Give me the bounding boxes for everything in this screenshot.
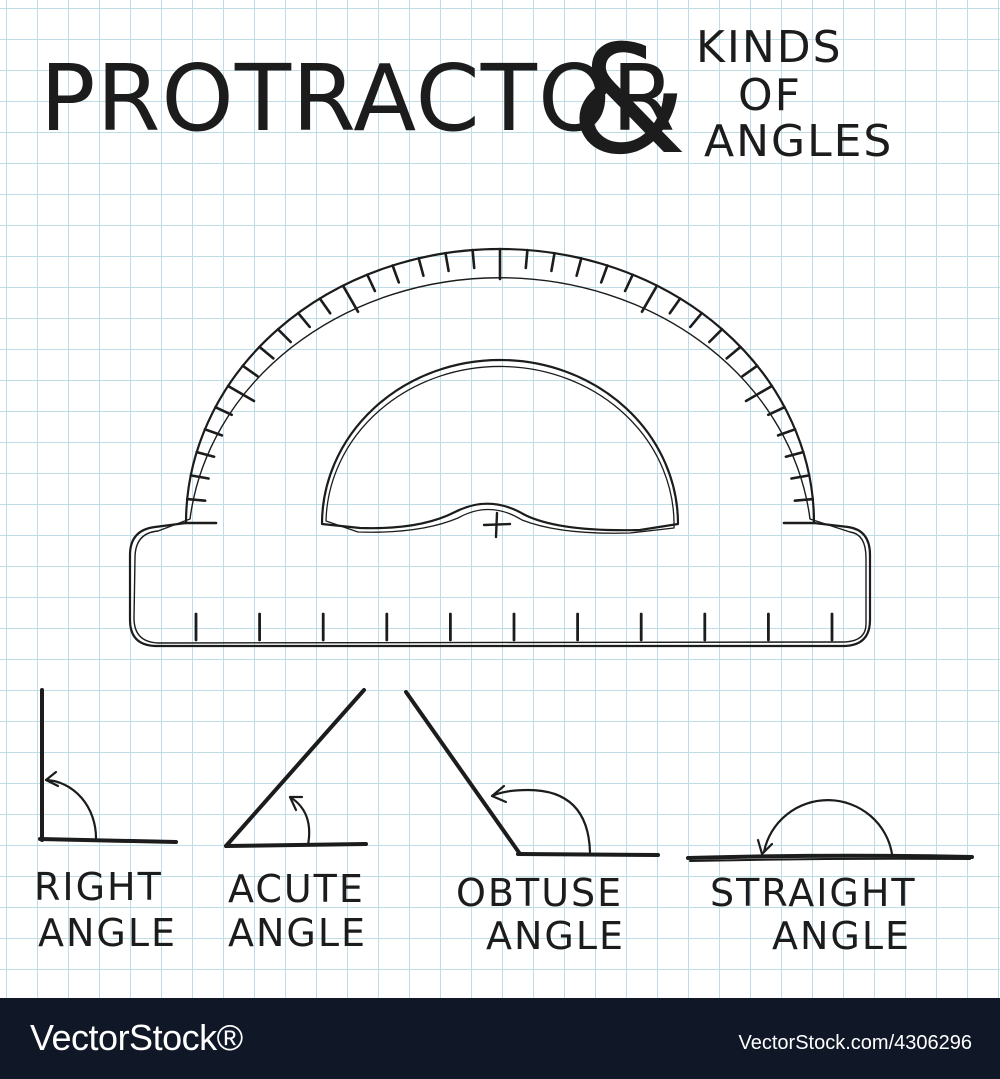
protractor-arc-tick	[741, 364, 759, 378]
protractor-outer-body	[128, 247, 872, 648]
protractor-arc-tick	[296, 311, 312, 329]
acute-angle-arrowhead	[288, 795, 304, 812]
straight-angle-arrowhead	[756, 838, 774, 856]
protractor-arc-tick	[195, 450, 216, 459]
protractor-arc-tick	[185, 497, 207, 503]
protractor-arc-tick	[744, 384, 774, 403]
obtuse-angle-arrowhead	[490, 784, 508, 804]
protractor-arc-tick	[725, 345, 742, 360]
protractor-arc-tick	[391, 264, 401, 284]
protractor-arc-tick	[784, 450, 805, 459]
protractor-arc-tick	[471, 248, 476, 270]
straight-angle-label-line2: ANGLE	[772, 914, 911, 958]
title-ampersand: &	[570, 14, 687, 188]
protractor-arc-tick	[341, 284, 360, 314]
protractor-arc-tick	[226, 384, 256, 403]
protractor-arc-tick	[599, 264, 609, 284]
protractor-ruler-ticks	[194, 612, 834, 642]
protractor-arc-tick	[640, 284, 659, 314]
right-angle-base-ray	[38, 837, 178, 844]
protractor-arc-tick	[189, 474, 210, 480]
right-angle-label-line2: ANGLE	[38, 911, 177, 955]
obtuse-angle-slanted-ray	[404, 690, 522, 856]
straight-angle-line-sketch	[689, 857, 971, 862]
protractor-arc-tick	[623, 273, 635, 293]
obtuse-angle-label-line1: OBTUSE	[456, 871, 623, 915]
title-angles: ANGLES	[704, 116, 893, 167]
protractor-arc-tick	[258, 345, 275, 360]
obtuse-angle-label-line2: ANGLE	[486, 914, 625, 958]
acute-angle-base-ray	[224, 842, 368, 848]
acute-angle-figure	[224, 688, 368, 848]
straight-angle-arc	[762, 799, 894, 856]
protractor-arc-tick	[688, 311, 704, 329]
acute-angle-slanted-ray	[224, 688, 366, 848]
protractor-arc-tick	[365, 273, 377, 293]
protractor-arc-tick	[766, 405, 786, 417]
title-of: OF	[738, 70, 802, 121]
protractor-arc-tick	[214, 405, 233, 417]
protractor	[128, 247, 872, 648]
protractor-arc-tick	[318, 297, 332, 315]
straight-angle-line	[686, 853, 974, 860]
protractor-arc-tick	[793, 497, 815, 503]
protractor-arc-tick	[550, 251, 556, 273]
right-angle-figure	[38, 688, 178, 844]
straight-angle-label-line1: STRAIGHT	[710, 871, 917, 915]
protractor-arc-tick	[241, 364, 259, 378]
obtuse-angle-figure	[404, 690, 660, 857]
acute-angle-label-line1: ACUTE	[228, 867, 365, 911]
protractor-arc-tick	[707, 327, 724, 344]
protractor-arc-tick	[790, 474, 811, 480]
acute-angle-arc	[288, 795, 311, 847]
protractor-arc-tick	[668, 297, 682, 315]
protractor-arc-tick	[524, 248, 529, 270]
protractor-arc-tick	[444, 251, 450, 273]
footer-bar: VectorStock® VectorStock.com/4306296	[0, 998, 1000, 1079]
right-angle-label-line1: RIGHT	[34, 865, 163, 909]
protractor-arc-tick	[203, 427, 224, 437]
title-protractor: PROTRACTOR	[40, 45, 676, 152]
footer-image-credit[interactable]: VectorStock.com/4306296	[738, 1032, 972, 1054]
title-kinds: KINDS	[696, 22, 843, 73]
protractor-inner-window	[320, 358, 680, 532]
protractor-inner-window-sketch	[325, 365, 675, 534]
protractor-arc-tick	[276, 327, 293, 344]
protractor-center-mark	[482, 511, 512, 539]
grid-paper-background	[0, 0, 1000, 998]
right-angle-arc	[44, 778, 98, 840]
right-angle-arrowhead	[44, 770, 60, 788]
protractor-arc-tick	[575, 256, 583, 278]
illustration-canvas: PROTRACTOR & KINDS OF ANGLES	[34, 14, 974, 958]
acute-angle-label-line2: ANGLE	[228, 911, 367, 955]
protractor-arc-tick	[776, 427, 797, 437]
straight-angle-figure	[686, 799, 974, 862]
obtuse-angle-base-ray	[516, 852, 660, 857]
footer-brand-logo[interactable]: VectorStock®	[30, 1017, 243, 1058]
protractor-arc-ticks	[184, 247, 816, 525]
protractor-arc-tick	[417, 256, 425, 278]
obtuse-angle-arc	[490, 788, 592, 854]
protractor-outer-body-sketch	[133, 277, 867, 644]
